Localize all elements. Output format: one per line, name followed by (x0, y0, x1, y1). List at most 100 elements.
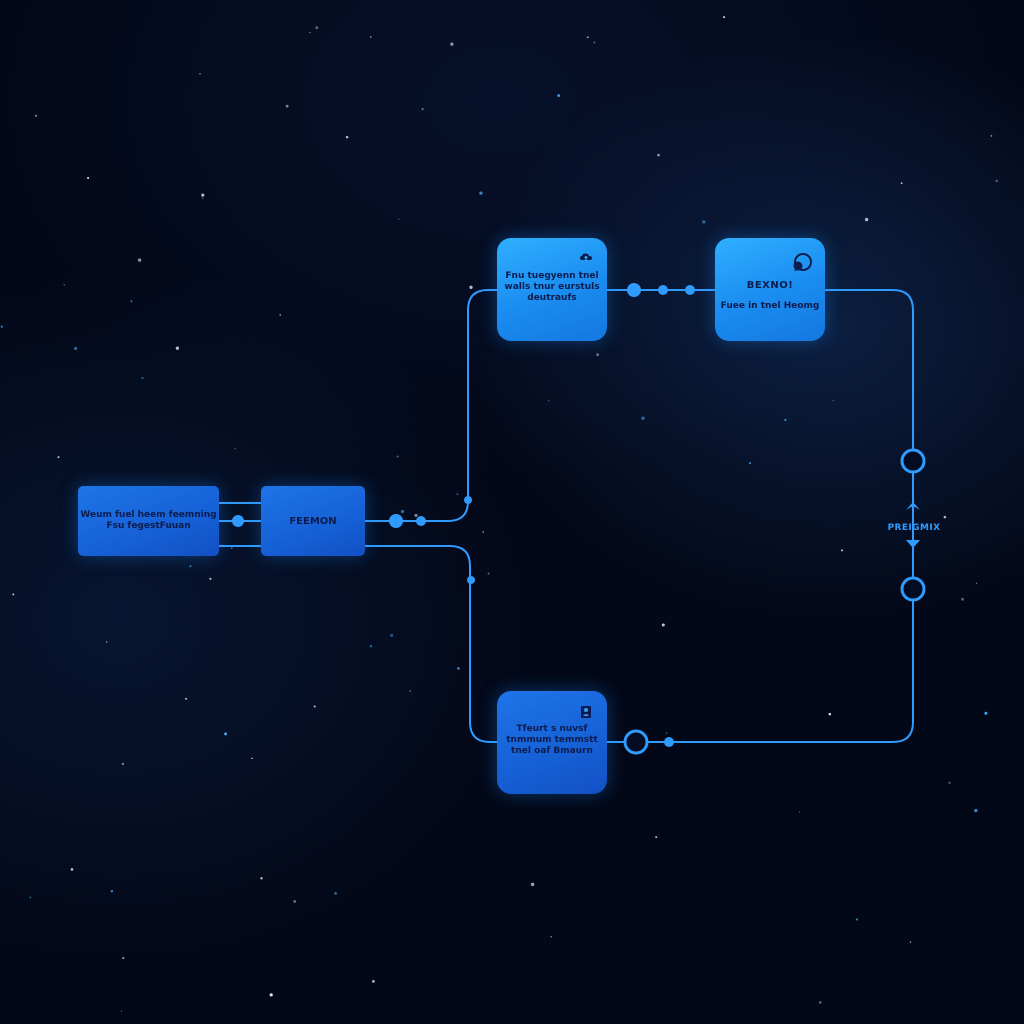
star (819, 1001, 822, 1004)
star (369, 644, 373, 648)
star (657, 153, 660, 157)
node-top-right-box-label: Fuee in tnel Heomg (720, 300, 820, 311)
node-top-left-box-label: Fnu tuegyenn tnel walls tnur eurstuls de… (504, 271, 600, 303)
star (390, 633, 394, 638)
connector-center-to-bottom (364, 545, 498, 743)
star (397, 218, 400, 221)
connector-node-dot (464, 496, 472, 504)
star (29, 896, 32, 899)
star (400, 509, 405, 514)
node-top-right-box-title: BEXNO! (746, 279, 794, 291)
star (202, 197, 204, 199)
star (487, 572, 490, 575)
star (0, 325, 3, 328)
star (260, 877, 263, 880)
star (12, 593, 15, 596)
star (209, 577, 212, 580)
star (593, 41, 596, 44)
star (185, 697, 188, 700)
node-bottom-box[interactable]: Tfeurt s nuvsf tnmmum temmstt tnel oaf B… (497, 691, 607, 794)
star (370, 36, 372, 38)
star (285, 104, 289, 108)
node-top-right-box[interactable]: BEXNO! Fuee in tnel Heomg (715, 238, 825, 341)
star (723, 16, 726, 19)
star (596, 353, 600, 357)
star (409, 690, 412, 692)
star (864, 217, 869, 222)
star (975, 582, 978, 584)
star (550, 935, 553, 938)
star (309, 31, 311, 34)
star (456, 666, 460, 670)
star (784, 418, 787, 422)
connector-node-dot (658, 285, 668, 295)
star (74, 346, 78, 350)
star (57, 456, 60, 459)
star (313, 705, 316, 708)
chat-bubble-icon (793, 253, 812, 271)
star (137, 258, 142, 262)
star (105, 641, 108, 643)
star (70, 868, 74, 871)
star (141, 376, 144, 380)
connector-node-dot (232, 515, 244, 527)
star (856, 918, 858, 921)
node-top-left-box[interactable]: Fnu tuegyenn tnel walls tnur eurstuls de… (497, 238, 607, 341)
star (372, 980, 375, 983)
star (948, 781, 951, 785)
star (943, 515, 947, 519)
star (34, 114, 37, 117)
star (748, 462, 752, 465)
star (224, 732, 228, 736)
connector-node-dot (627, 283, 641, 297)
star (900, 182, 903, 184)
star (984, 711, 988, 715)
connector-node-dot (389, 514, 403, 528)
star (450, 42, 454, 46)
star (974, 808, 978, 813)
star (547, 399, 550, 402)
star (63, 284, 65, 286)
star (530, 882, 535, 887)
star (661, 623, 665, 627)
star (421, 108, 424, 111)
star (201, 193, 205, 197)
connector-ring-node (623, 729, 649, 755)
star (828, 712, 832, 716)
star (961, 597, 964, 601)
star (909, 941, 912, 943)
star (121, 762, 125, 766)
star (840, 549, 844, 552)
star (315, 26, 319, 30)
star (655, 836, 658, 839)
star (557, 94, 560, 97)
node-center-box[interactable]: FEEMON (261, 486, 365, 556)
star (990, 135, 993, 137)
cloud-upload-icon (580, 253, 592, 261)
star (832, 399, 835, 402)
star (995, 179, 998, 183)
star (456, 492, 459, 496)
chevron-down-icon (906, 540, 920, 548)
star (199, 72, 201, 75)
connector-ring-node (900, 448, 926, 474)
node-left-box[interactable]: Weum fuel heem feemning Fsu fegestFuuan (78, 486, 219, 556)
star (479, 191, 483, 195)
star (345, 135, 349, 139)
star (414, 513, 418, 517)
connector-node-dot (664, 737, 674, 747)
star (231, 547, 233, 549)
star (334, 892, 337, 895)
star (120, 1010, 123, 1012)
connector-node-dot (467, 576, 475, 584)
star (702, 220, 706, 224)
star (87, 176, 90, 180)
star (269, 993, 273, 997)
star (665, 732, 668, 734)
chevron-up-icon (906, 502, 920, 510)
star (110, 889, 114, 893)
star (251, 757, 253, 759)
star (130, 300, 133, 303)
